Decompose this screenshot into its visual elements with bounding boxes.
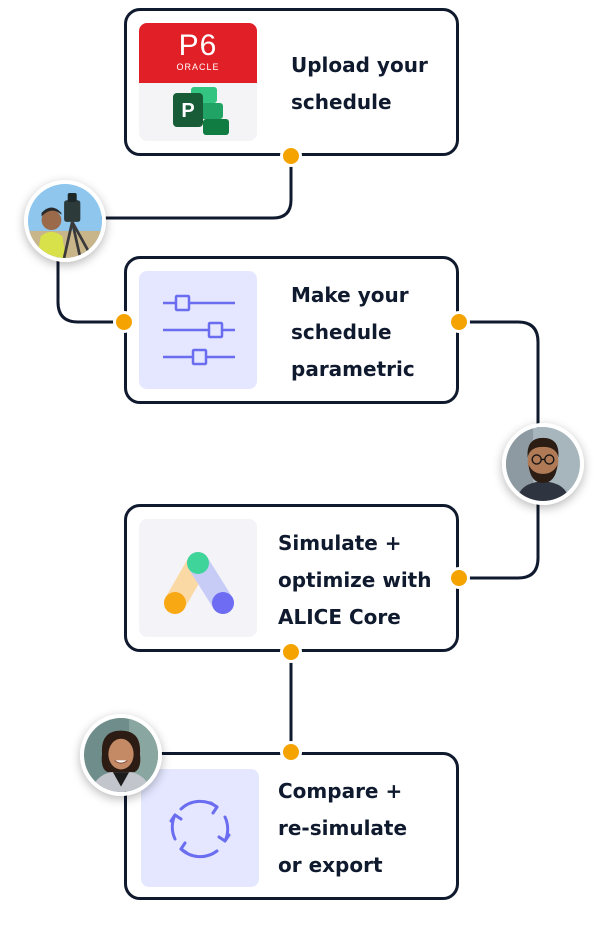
- step-1-line-1: Upload your: [291, 53, 428, 77]
- p6-label: P6: [178, 29, 218, 62]
- step-3-text: Simulate + optimize with ALICE Core: [278, 525, 431, 636]
- smiling-woman-photo: [84, 718, 158, 792]
- step-3-line-1: Simulate +: [278, 531, 402, 555]
- ms-project-icon: P: [173, 87, 229, 135]
- bearded-man-photo: [506, 427, 580, 501]
- connector-dot-card4-top: [280, 741, 302, 763]
- step-2-line-3: parametric: [291, 357, 415, 381]
- surveyor-avatar: [24, 180, 106, 262]
- oracle-p6-logo: P6 ORACLE: [139, 23, 257, 83]
- connector-dot-card1-bottom: [280, 145, 302, 167]
- refresh-cycle-icon: [169, 799, 231, 859]
- sliders-tile: [139, 271, 257, 389]
- alice-logo-tile: [139, 519, 257, 637]
- step-4-text: Compare + re-simulate or export: [278, 773, 407, 884]
- step-card-compare: Compare + re-simulate or export: [124, 752, 459, 900]
- smiling-woman-avatar: [80, 714, 162, 796]
- step-card-simulate: Simulate + optimize with ALICE Core: [124, 504, 459, 652]
- step-card-parametric: Make your schedule parametric: [124, 256, 459, 404]
- oracle-label: ORACLE: [176, 62, 220, 72]
- ms-project-logo: P: [139, 83, 257, 141]
- connector-dot-card3-bottom: [280, 641, 302, 663]
- step-3-line-3: ALICE Core: [278, 605, 401, 629]
- surveyor-photo: [28, 184, 102, 258]
- step-3-line-2: optimize with: [278, 568, 432, 592]
- step-card-upload: P6 ORACLE P Upload your schedule: [124, 8, 459, 156]
- step-2-text: Make your schedule parametric: [291, 277, 415, 388]
- alice-logo-icon: [164, 552, 234, 614]
- connector-dot-card2-left: [113, 311, 135, 333]
- schedule-software-logos: P6 ORACLE P: [139, 23, 257, 141]
- connector-dot-card2-right: [448, 311, 470, 333]
- sliders-icon: [163, 294, 235, 366]
- ms-project-letter: P: [181, 100, 194, 122]
- step-4-line-1: Compare +: [278, 779, 403, 803]
- refresh-tile: [141, 769, 259, 887]
- step-4-line-3: or export: [278, 853, 383, 877]
- step-1-text: Upload your schedule: [291, 47, 428, 121]
- step-4-line-2: re-simulate: [278, 816, 408, 840]
- step-1-line-2: schedule: [291, 90, 392, 114]
- step-2-line-2: schedule: [291, 320, 392, 344]
- bearded-man-avatar: [502, 423, 584, 505]
- connector-dot-card3-right: [448, 567, 470, 589]
- step-2-line-1: Make your: [291, 283, 409, 307]
